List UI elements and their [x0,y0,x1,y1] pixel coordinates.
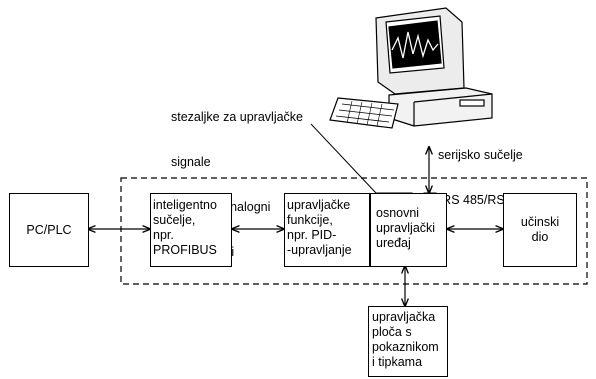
basic-unit-line-1: osnovni [376,206,420,220]
control-panel-block: upravljačka ploča s pokaznikom i tipkama [368,306,448,377]
intelligent-line-1: inteligentno [153,198,217,212]
panel-line-4: i tipkama [372,355,423,369]
serial-label-line-1: serijsko sučelje [438,148,523,162]
basic-unit-line-3: uređaj [376,236,411,250]
functions-line-3: npr. PID- [287,228,337,242]
power-section-block: učinski dio [503,193,577,267]
basic-control-unit-block: osnovni upravljački uređaj [370,193,447,267]
computer-terminal-icon [329,7,493,129]
intelligent-interface-block: inteligentno sučelje, npr. PROFIBUS [150,193,232,267]
panel-line-3: pokaznikom [372,340,439,354]
intelligent-line-4: PROFIBUS [153,243,217,257]
pointer-line [310,123,377,194]
pc-plc-label: PC/PLC [26,222,72,237]
functions-line-4: -upravljanje [287,243,352,257]
terminals-note-line-1: stezaljke za upravljačke [171,110,304,124]
intelligent-line-2: sučelje, [153,213,196,227]
power-line-2: dio [531,230,549,244]
functions-line-1: upravljačke [287,198,351,212]
pc-plc-block: PC/PLC [9,193,89,267]
basic-unit-line-2: upravljački [376,221,436,235]
panel-line-2: ploča s [372,325,412,339]
functions-line-2: funkcije, [287,213,333,227]
control-functions-block: upravljačke funkcije, npr. PID- -upravlj… [284,193,370,267]
power-line-1: učinski [520,215,560,229]
terminals-note-line-2: signale [171,155,211,169]
panel-line-1: upravljačka [372,310,436,324]
intelligent-line-3: npr. [153,228,174,242]
